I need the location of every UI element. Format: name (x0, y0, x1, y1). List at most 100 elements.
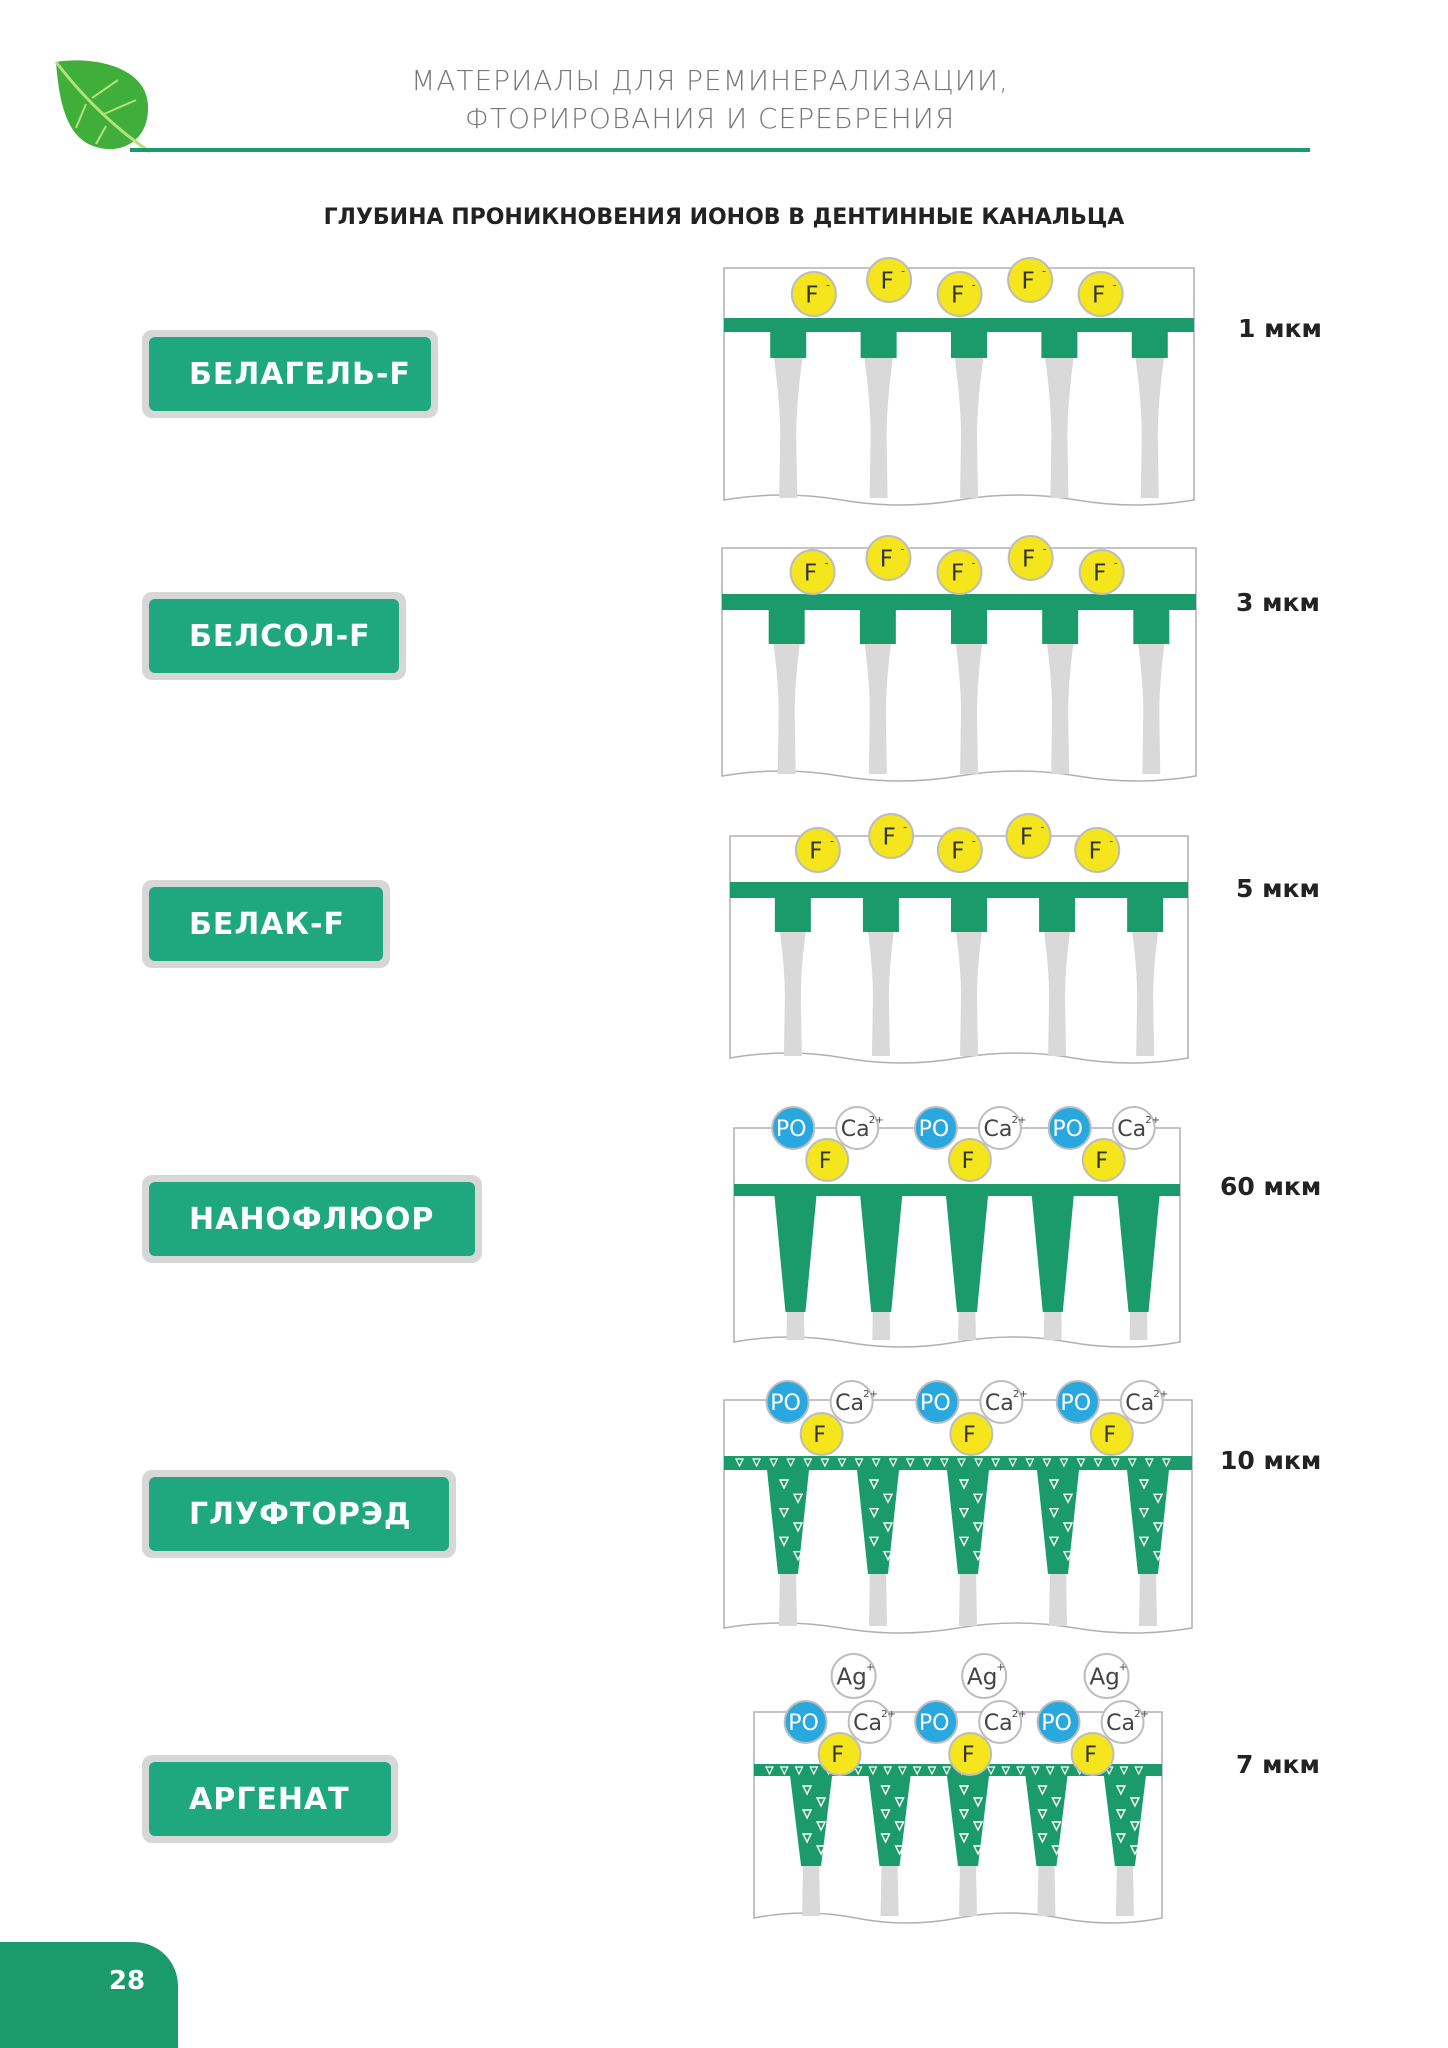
svg-text:Ag: Ag (967, 1664, 997, 1690)
phosphate-ion-icon: PO (765, 1380, 810, 1424)
product-label-argenat: АРГЕНАТ (142, 1755, 398, 1843)
phosphate-ion-icon: PO (771, 1106, 816, 1150)
fluoride-ion-icon: F (1081, 1138, 1126, 1182)
penetration-fill (946, 1196, 988, 1312)
dentin-tubule (860, 332, 897, 498)
fluoride-ion-icon: F- (789, 549, 836, 595)
svg-text:F: F (1092, 282, 1105, 308)
particle-mark (1060, 1766, 1070, 1776)
svg-text:Ca: Ca (835, 1391, 864, 1416)
penetration-fill (860, 332, 897, 358)
particle-mark (958, 1833, 970, 1844)
svg-text:2+: 2+ (1145, 1115, 1160, 1126)
svg-text:F: F (813, 1423, 826, 1448)
svg-text:-: - (972, 280, 976, 292)
svg-text:Ca: Ca (985, 1391, 1014, 1416)
svg-text:F: F (962, 1743, 975, 1768)
particle-mark (1127, 1458, 1137, 1468)
silver-ion-icon: Ag+ (1083, 1653, 1130, 1699)
fluoride-ion-icon: F- (1007, 257, 1054, 303)
fluoride-ion-icon: F- (936, 271, 983, 317)
depth-label: 7 мкм (1236, 1750, 1320, 1779)
svg-text:F: F (1093, 560, 1106, 586)
particle-mark (1076, 1458, 1086, 1468)
particle-mark (1008, 1458, 1018, 1468)
particle-mark (1134, 1766, 1144, 1776)
svg-text:+: + (996, 1662, 1005, 1674)
fluoride-ion-icon: F (805, 1138, 850, 1182)
header-title-line1: МАТЕРИАЛЫ ДЛЯ РЕМИНЕРАЛИЗАЦИИ, (411, 64, 1009, 97)
svg-text:-: - (901, 266, 905, 278)
particle-mark (880, 1785, 891, 1796)
dentin-tubule (774, 898, 811, 1056)
svg-text:-: - (826, 280, 830, 292)
particle-mark (882, 1550, 894, 1562)
svg-text:PO: PO (1060, 1391, 1091, 1416)
fluoride-ion-icon: F- (1078, 549, 1125, 595)
svg-text:2+: 2+ (1013, 1389, 1028, 1400)
particle-mark (1051, 1821, 1062, 1832)
particle-mark (882, 1493, 894, 1504)
particle-mark (1152, 1522, 1164, 1533)
phosphate-ion-icon: PO (915, 1380, 960, 1424)
surface-layer (730, 882, 1188, 898)
depth-label: 1 мкм (1238, 314, 1322, 343)
penetration-fill (1037, 1470, 1079, 1574)
leaf-icon (54, 60, 151, 154)
svg-text:2+: 2+ (1134, 1709, 1149, 1720)
svg-text:-: - (1113, 280, 1117, 292)
fluoride-ion-icon: F (949, 1412, 994, 1456)
penetration-fill (951, 898, 987, 932)
product-label-belsol: БЕЛСОЛ-F (142, 592, 406, 680)
penetration-fill (774, 1196, 817, 1312)
svg-text:Ca: Ca (983, 1117, 1012, 1142)
particle-mark (880, 1809, 891, 1820)
particle-mark (815, 1797, 827, 1808)
particle-mark (868, 1507, 880, 1519)
product-name: НАНОФЛЮОР (149, 1182, 475, 1256)
particle-mark (1016, 1766, 1026, 1776)
penetration-fill (1117, 1196, 1160, 1312)
header-title: МАТЕРИАЛЫ ДЛЯ РЕМИНЕРАЛИЗАЦИИ, ФТОРИРОВА… (330, 62, 1090, 138)
particle-mark (1115, 1785, 1127, 1796)
particle-mark (868, 1766, 878, 1776)
particle-mark (958, 1479, 970, 1490)
svg-text:2+: 2+ (1153, 1389, 1168, 1400)
particle-mark (792, 1493, 804, 1504)
particle-mark (1037, 1785, 1048, 1796)
particle-mark (792, 1522, 804, 1533)
particle-mark (1025, 1458, 1035, 1468)
svg-text:F: F (1021, 268, 1034, 294)
penetration-fill (1131, 332, 1168, 358)
dentin-tubule (1127, 898, 1164, 1056)
penetration-fill (947, 1470, 989, 1574)
header-title-line2: ФТОРИРОВАНИЯ И СЕРЕБРЕНИЯ (464, 102, 956, 135)
dentin-tubule (951, 332, 987, 498)
particle-mark (991, 1458, 1001, 1468)
section-title: ГЛУБИНА ПРОНИКНОВЕНИЯ ИОНОВ В ДЕНТИННЫЕ … (323, 205, 1125, 230)
fluoride-ion-icon: F- (790, 271, 837, 317)
penetration-fill (860, 1196, 903, 1312)
particle-mark (905, 1458, 915, 1468)
particle-mark (974, 1458, 984, 1468)
particle-mark (1037, 1809, 1048, 1820)
penetration-fill (951, 610, 987, 644)
fluoride-ion-icon: F (947, 1138, 992, 1182)
svg-text:F: F (1020, 824, 1033, 850)
surface-layer (734, 1184, 1180, 1196)
header-divider (130, 148, 1310, 152)
dentin-tubule (1039, 898, 1076, 1056)
particle-mark (735, 1458, 744, 1468)
fluoride-ion-icon: F (1070, 1732, 1115, 1776)
product-name: АРГЕНАТ (149, 1762, 391, 1836)
dentin-tubule (768, 610, 805, 774)
svg-text:F: F (951, 282, 964, 308)
svg-text:F: F (804, 560, 817, 586)
particle-mark (1115, 1833, 1127, 1844)
svg-text:-: - (825, 558, 829, 570)
dentin-tubule (1131, 332, 1168, 498)
